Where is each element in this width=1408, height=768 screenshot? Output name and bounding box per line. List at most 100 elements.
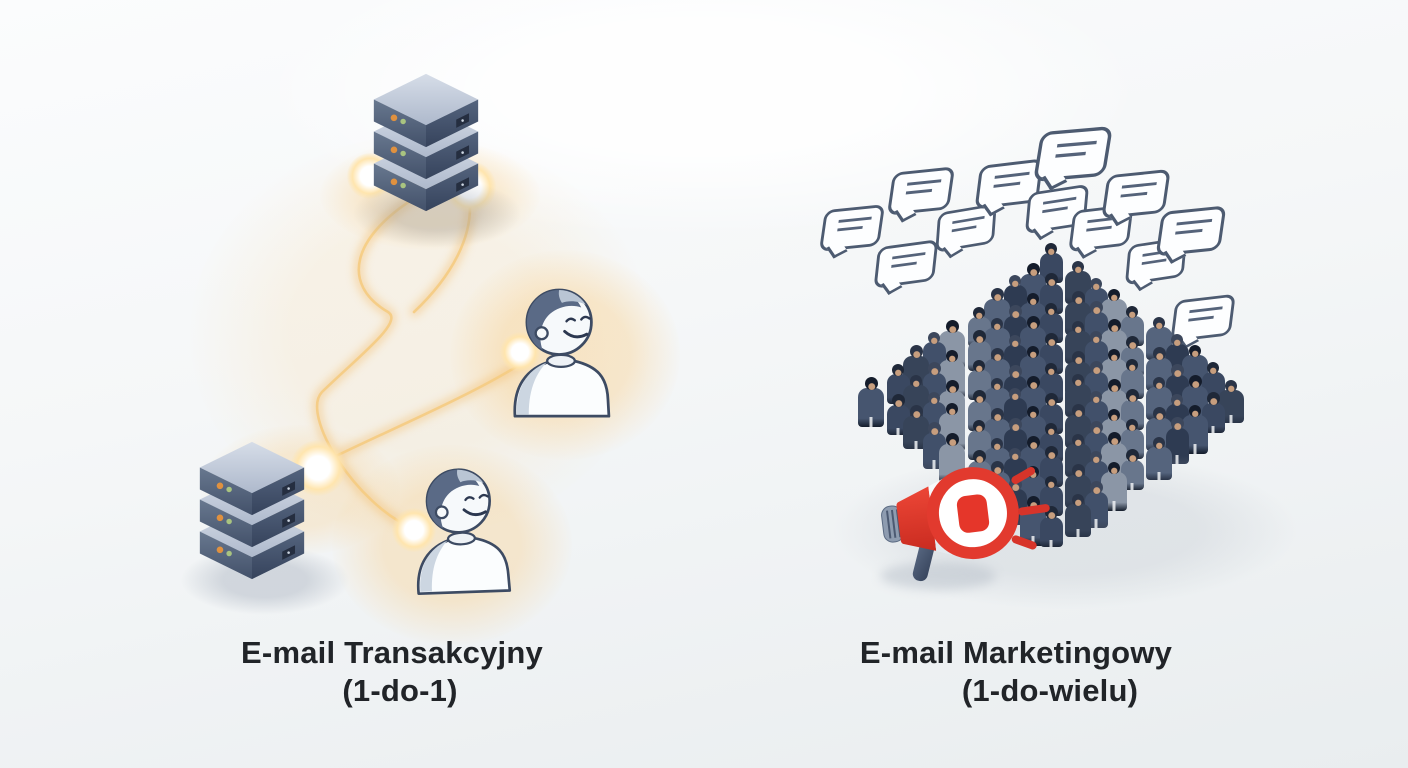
person-body [1020,415,1046,455]
person-head [1072,433,1084,446]
person-body [984,358,1010,392]
person-body [1065,443,1091,477]
person-head [910,374,922,387]
bubble-text-line [1188,315,1214,322]
person-head [991,437,1003,450]
server-stack-icon [199,441,305,580]
person-head [1090,451,1102,463]
person-body [1039,344,1063,374]
crowd-person-icon [1218,379,1244,423]
person-body [1003,345,1027,381]
person-head [1107,431,1121,445]
marketing-title: E-mail Marketingowy [859,635,1173,670]
person-head [972,450,986,463]
person-head [1072,493,1084,506]
crowd-person-icon [967,307,991,347]
recipient-glow [450,250,680,460]
crowd-person-icon [1084,421,1108,468]
person-body [1084,432,1108,468]
person-head [973,307,985,319]
person-head [1126,306,1138,318]
person-body [1065,383,1091,417]
crowd-person-icon [1146,376,1172,420]
person-body [922,342,946,378]
person-body [1146,446,1172,480]
person-body [1039,433,1063,463]
person-body [967,317,991,347]
crowd-person-icon [1020,465,1046,515]
person-head [1089,481,1103,494]
crowd-person-icon [984,317,1010,361]
speech-bubble-icon [1068,203,1134,259]
crowd-person-icon [1003,365,1027,412]
bubble-text-line [1175,228,1203,235]
crowd-person-icon [1020,345,1046,395]
person-head [1107,318,1121,332]
crowd-person-icon [1101,378,1127,429]
person-head [945,432,959,446]
person-head [1090,391,1102,403]
crowd-person-icon [1039,243,1063,283]
person-head [1153,436,1165,449]
person-body [967,341,991,371]
crowd-person-icon [1039,423,1063,463]
crowd-person-icon [1146,346,1172,391]
crowd-person-icon [1201,362,1225,402]
person-head [1207,362,1219,374]
crowd-person-icon [939,349,965,399]
person-body [1020,386,1046,426]
crowd-person-icon [939,319,965,370]
person-body [1120,429,1144,459]
crowd-person-icon [1101,318,1127,369]
person-body [1065,270,1091,304]
person-head [1107,378,1121,392]
person-head [927,362,941,375]
marketing-subtitle: (1-do-wielu) [961,673,1139,708]
person-body [1146,417,1172,451]
person-body [1165,375,1189,411]
person-body [886,405,910,435]
bubble-text-line [891,261,917,268]
crowd-person-icon [1101,348,1127,398]
person-body [1120,400,1144,430]
person-body [1003,285,1027,321]
person-body [1120,316,1144,346]
person-body [922,433,946,469]
person-body [922,402,946,438]
bubble-text-line [1087,216,1121,224]
bubble-text-line [1142,249,1175,257]
person-body [967,430,991,460]
person-head [991,317,1003,330]
bubble-tail [826,240,848,259]
person-head [1108,408,1120,421]
person-head [1108,461,1120,474]
speech-bubble-icon [1155,205,1227,264]
bubble-text-line [892,252,926,260]
bubble-text-line [1189,306,1223,314]
person-head [1072,320,1084,333]
crowd-person-icon [903,404,929,449]
crowd-person-icon [1039,273,1063,314]
person-head [1125,449,1139,462]
person-head [990,407,1004,421]
crowd-person-icon [984,460,1010,505]
person-head [1125,336,1139,349]
person-head [990,347,1004,361]
person-body [903,355,929,389]
person-body [1084,372,1108,408]
person-body [984,387,1010,421]
crowd-person-icon [1065,493,1091,537]
person-body [967,370,991,400]
crowd-person-icon [1165,394,1189,440]
person-head [1027,292,1039,305]
person-body [1165,428,1189,464]
bubble-tail [880,276,903,295]
person-body [858,387,884,427]
person-body [922,373,946,409]
bubble-text-line [1141,258,1167,265]
crowd-person-icon [939,379,965,430]
crowd-person-icon [1003,335,1027,381]
crowd-person-icon [922,332,946,378]
crowd-person-icon [1120,449,1144,490]
